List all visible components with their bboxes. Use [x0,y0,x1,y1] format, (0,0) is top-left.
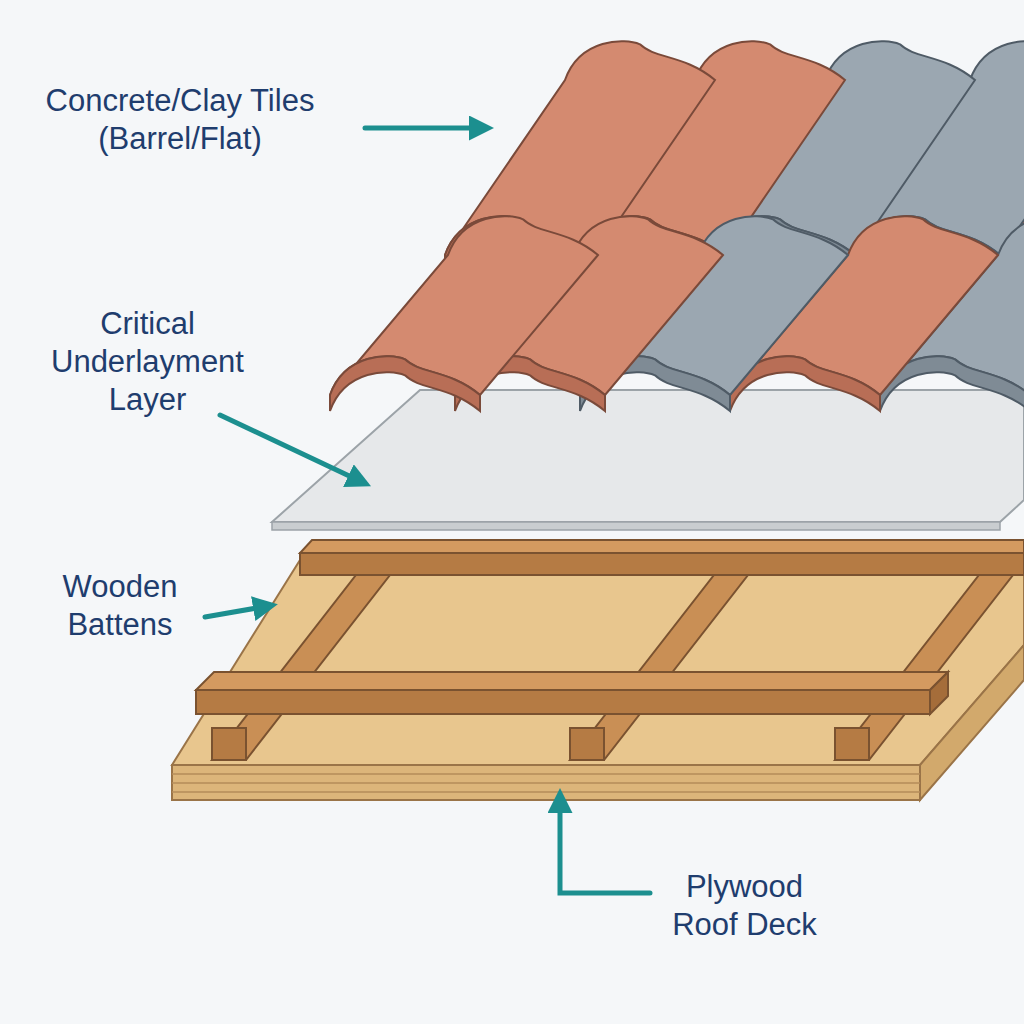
tile-edge [330,356,480,411]
part-label: Plywood Roof Deck [662,868,827,944]
underlayment-sheet [272,390,1024,530]
leader-arrows [205,128,650,893]
wooden-battens [196,540,1024,760]
part-label: Wooden Battens [35,568,205,644]
part-label: Critical Underlayment Layer [35,305,260,418]
plywood-deck [172,560,1024,800]
roof-tiles [330,41,1024,411]
part-label: Concrete/Clay Tiles (Barrel/Flat) [25,82,335,158]
